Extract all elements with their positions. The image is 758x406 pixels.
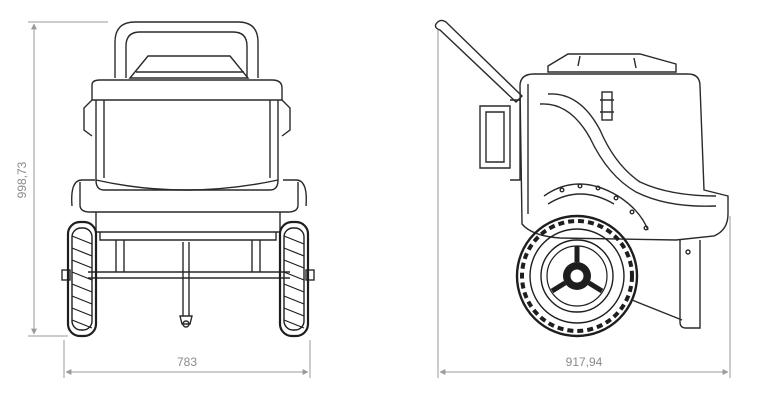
front-drawbar	[182, 242, 190, 316]
front-width-label: 783	[177, 355, 197, 369]
front-right-fender	[283, 179, 307, 207]
front-view	[61, 21, 315, 328]
front-body	[91, 79, 283, 101]
side-rear-box	[479, 105, 511, 169]
side-wheel-arch	[543, 183, 649, 231]
front-right-wheel	[278, 220, 310, 338]
side-length-label: 917,94	[566, 355, 603, 369]
front-lid-cap	[128, 55, 250, 79]
side-handle	[434, 19, 523, 103]
side-view	[434, 19, 729, 329]
front-left-grip	[83, 99, 93, 137]
front-left-fender	[71, 179, 95, 207]
side-wheel	[515, 214, 639, 338]
side-lid	[547, 53, 677, 73]
front-width-dimension	[63, 340, 311, 378]
side-stand	[679, 240, 701, 329]
front-left-wheel	[66, 220, 98, 338]
side-length-dimension	[437, 30, 731, 378]
side-body	[519, 73, 729, 241]
front-height-label: 998,73	[15, 161, 29, 198]
front-right-grip	[281, 99, 291, 137]
front-height-dimension	[28, 21, 108, 337]
front-handle	[114, 21, 259, 78]
